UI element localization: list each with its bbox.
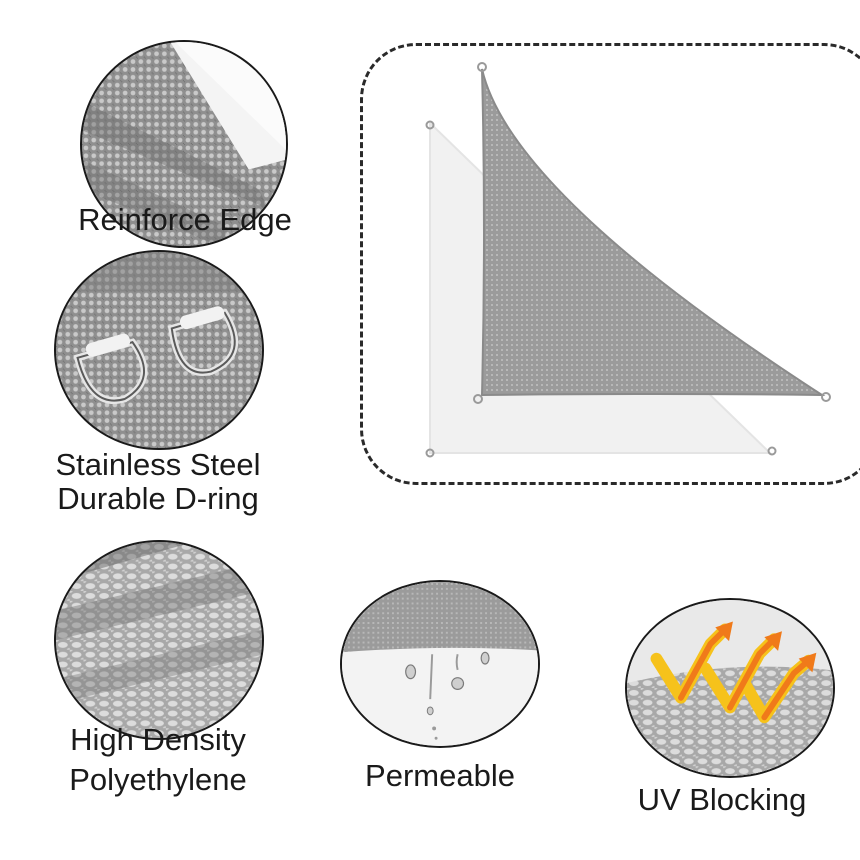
polyethylene-label-line2: Polyethylene xyxy=(69,762,247,797)
product-illustration xyxy=(360,43,860,485)
uv-blocking-photo xyxy=(625,598,835,778)
permeable-label: Permeable xyxy=(365,758,515,793)
polyethylene-label-line1: High Density xyxy=(70,722,246,757)
uv-arrow-icon xyxy=(650,623,815,724)
uv-blocking-label: UV Blocking xyxy=(637,782,807,817)
corner-ring-icon xyxy=(425,62,831,458)
d-ring-label-line1: Stainless Steel xyxy=(55,447,261,482)
reinforce-edge-label: Reinforce Edge xyxy=(78,202,292,237)
d-ring-photo xyxy=(54,250,264,450)
shade-sail-triangle xyxy=(480,68,826,397)
reinforce-edge-photo xyxy=(80,40,288,248)
polyethylene-photo xyxy=(54,540,264,740)
permeable-photo xyxy=(340,580,540,748)
water-drop-icon xyxy=(405,651,490,740)
d-ring-label-line2: Durable D-ring xyxy=(57,481,259,516)
